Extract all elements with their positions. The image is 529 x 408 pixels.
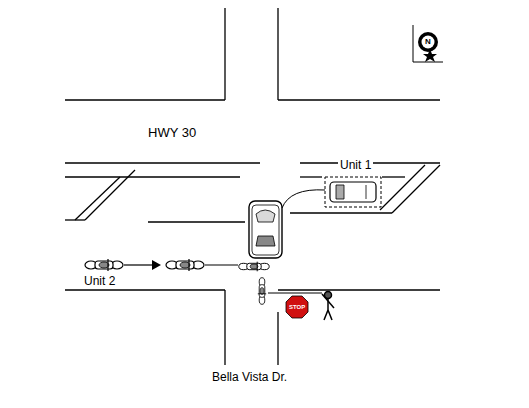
- road-name: Bella Vista Dr.: [210, 370, 289, 384]
- arrowhead: [152, 260, 161, 270]
- unit-label: Unit 2: [82, 274, 117, 288]
- travel-line: [205, 264, 238, 265]
- leader-line: [282, 190, 325, 208]
- motorcycle: [258, 278, 266, 305]
- car: [249, 201, 282, 258]
- travel-arrow: [124, 264, 152, 265]
- dashed-box: [325, 177, 381, 207]
- sign-text: STOP: [289, 304, 305, 310]
- stop-sign: [286, 296, 308, 318]
- road-name: HWY 30: [146, 125, 198, 140]
- car: [330, 182, 376, 202]
- pedestrian: [322, 292, 334, 321]
- motorcycle: [239, 262, 269, 272]
- road-edges: [65, 8, 440, 365]
- motorcycle: [85, 259, 123, 271]
- sight-line: [268, 293, 322, 294]
- compass: [413, 25, 443, 62]
- unit-label: Unit 1: [338, 158, 373, 172]
- compass-letter: N: [425, 38, 431, 46]
- motorcycle: [166, 259, 204, 271]
